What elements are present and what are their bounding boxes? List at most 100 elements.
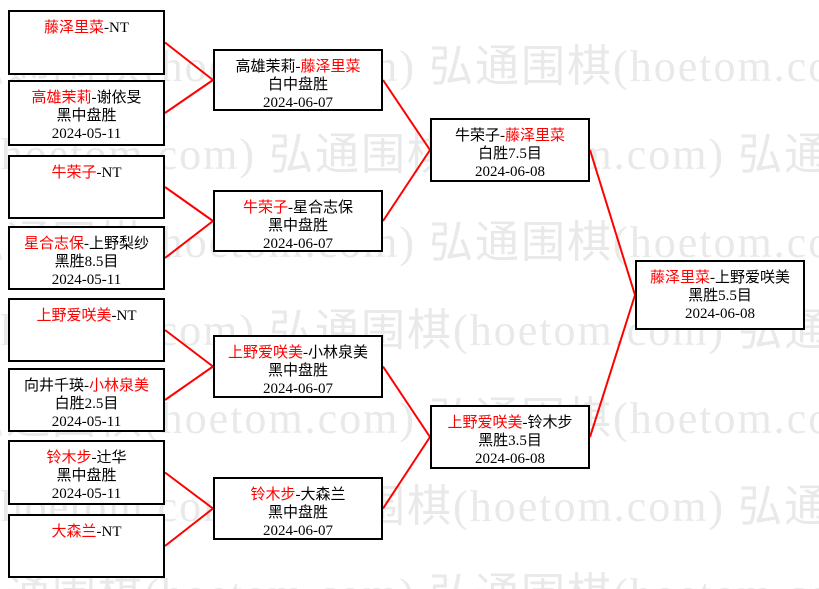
match-date: 2024-05-11 bbox=[51, 126, 122, 142]
player-separator: - bbox=[111, 308, 117, 324]
bracket-connector bbox=[382, 436, 431, 510]
match-date: 2024-05-11 bbox=[51, 272, 122, 288]
match-players: 牛荣子-藤泽里菜 bbox=[432, 127, 588, 145]
match-box-r1m3: 牛荣子-NT bbox=[8, 155, 165, 219]
match-date: 2024-06-07 bbox=[263, 523, 333, 539]
winner-name: 铃木步 bbox=[46, 450, 92, 466]
player-name: NT bbox=[101, 524, 122, 540]
match-date: 2024-05-11 bbox=[51, 414, 122, 430]
winner-name: 藤泽里菜 bbox=[300, 59, 361, 75]
bracket-connector bbox=[589, 149, 636, 296]
player-name: NT bbox=[101, 165, 122, 181]
match-date: 2024-06-07 bbox=[263, 95, 333, 111]
winner-name: 牛荣子 bbox=[51, 165, 97, 181]
match-box-r2m4: 铃木步-大森兰黑中盘胜 2024-06-07 bbox=[213, 477, 383, 540]
match-players: 牛荣子-星合志保 bbox=[215, 199, 381, 217]
match-date: 2024-06-08 bbox=[475, 164, 545, 180]
winner-name: 藤泽里菜 bbox=[43, 20, 104, 36]
player-separator: - bbox=[522, 415, 528, 431]
winner-name: 小林泉美 bbox=[89, 378, 150, 394]
player-separator: - bbox=[96, 524, 102, 540]
winner-name: 上野爱咲美 bbox=[447, 415, 523, 431]
match-result: 白中盘胜 bbox=[267, 77, 328, 93]
winner-name: 铃木步 bbox=[250, 487, 296, 503]
player-name: 谢依旻 bbox=[96, 90, 142, 106]
match-players: 上野爱咲美-小林泉美 bbox=[215, 344, 381, 362]
player-separator: - bbox=[303, 345, 308, 361]
bracket-connector bbox=[164, 79, 214, 114]
match-players: 星合志保-上野梨纱 bbox=[10, 235, 163, 253]
match-result: 黑中盘胜 bbox=[267, 363, 328, 379]
match-result: 黑中盘胜 bbox=[56, 468, 117, 484]
match-result: 黑胜8.5目 bbox=[54, 254, 119, 270]
bracket-connector bbox=[164, 471, 214, 510]
match-players: 高雄茉莉-藤泽里菜 bbox=[215, 58, 381, 76]
player-separator: - bbox=[96, 165, 102, 181]
player-separator: - bbox=[84, 378, 89, 394]
bracket-connector bbox=[164, 507, 214, 547]
match-result: 白胜7.5目 bbox=[478, 146, 542, 162]
player-name: 上野梨纱 bbox=[89, 236, 150, 252]
winner-name: 高雄茉莉 bbox=[31, 90, 92, 106]
match-result: 黑中盘胜 bbox=[267, 218, 328, 234]
match-box-r1m5: 上野爱咲美-NT bbox=[8, 298, 165, 362]
bracket-connector bbox=[164, 186, 214, 222]
match-date: 2024-06-07 bbox=[263, 381, 333, 397]
match-players: 牛荣子-NT bbox=[10, 164, 163, 182]
player-name: NT bbox=[116, 308, 137, 324]
winner-name: 星合志保 bbox=[23, 236, 84, 252]
match-result: 黑中盘胜 bbox=[56, 108, 117, 124]
winner-name: 上野爱咲美 bbox=[227, 345, 303, 361]
match-date: 2024-06-08 bbox=[685, 306, 755, 322]
match-box-r1m8: 大森兰-NT bbox=[8, 514, 165, 578]
player-name: 星合志保 bbox=[293, 200, 354, 216]
winner-name: 牛荣子 bbox=[242, 200, 288, 216]
player-separator: - bbox=[91, 450, 97, 466]
player-separator: - bbox=[500, 128, 505, 144]
match-players: 大森兰-NT bbox=[10, 523, 163, 541]
bracket-connector bbox=[382, 365, 431, 438]
winner-name: 上野爱咲美 bbox=[36, 308, 112, 324]
bracket-connector bbox=[164, 41, 214, 81]
player-name: 向井千瑛 bbox=[23, 378, 84, 394]
player-name: 辻华 bbox=[96, 450, 127, 466]
player-name: 上野爱咲美 bbox=[715, 270, 791, 286]
player-name: 大森兰 bbox=[300, 487, 346, 503]
match-result: 黑胜3.5目 bbox=[478, 433, 542, 449]
match-players: 上野爱咲美-NT bbox=[10, 307, 163, 325]
bracket-connector bbox=[164, 365, 214, 401]
bracket-connector bbox=[164, 220, 214, 259]
winner-name: 藤泽里菜 bbox=[649, 270, 710, 286]
match-date: 2024-06-08 bbox=[475, 451, 545, 467]
match-players: 藤泽里菜-NT bbox=[10, 19, 163, 37]
player-name: 高雄茉莉 bbox=[235, 59, 296, 75]
player-separator: - bbox=[288, 200, 293, 216]
match-result: 黑中盘胜 bbox=[267, 505, 328, 521]
player-separator: - bbox=[710, 270, 715, 286]
bracket-connector bbox=[164, 329, 214, 368]
player-separator: - bbox=[84, 236, 89, 252]
match-players: 高雄茉莉-谢依旻 bbox=[10, 89, 163, 107]
player-separator: - bbox=[295, 487, 301, 503]
bracket-connector bbox=[382, 149, 431, 222]
match-players: 铃木步-辻华 bbox=[10, 449, 163, 467]
player-name: 牛荣子 bbox=[454, 128, 500, 144]
player-name: 小林泉美 bbox=[308, 345, 369, 361]
bracket-connector bbox=[589, 294, 636, 438]
player-separator: - bbox=[91, 90, 97, 106]
match-box-r1m1: 藤泽里菜-NT bbox=[8, 10, 165, 75]
match-players: 上野爱咲美-铃木步 bbox=[432, 414, 588, 432]
player-separator: - bbox=[295, 59, 301, 75]
winner-name: 藤泽里菜 bbox=[505, 128, 566, 144]
player-name: 铃木步 bbox=[527, 415, 573, 431]
